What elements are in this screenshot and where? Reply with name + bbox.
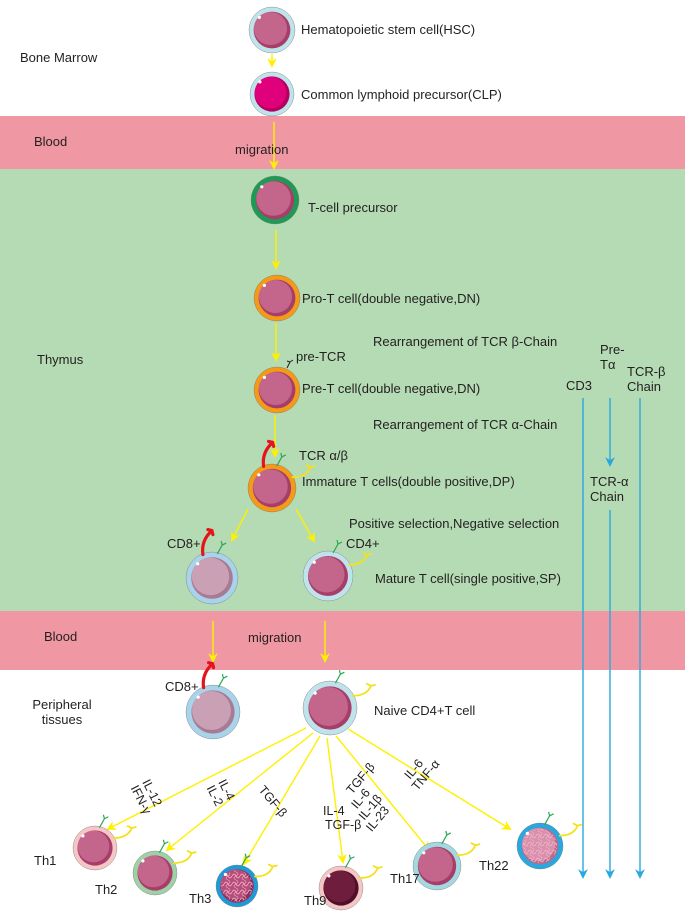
cd4-receptor-icon bbox=[112, 825, 137, 839]
blood-band-bottom bbox=[0, 611, 685, 670]
arrow-dp-to-cd4 bbox=[295, 508, 315, 543]
label-tcr-a-chain: TCR-α Chain bbox=[590, 474, 629, 504]
cytokines-th9: IL-4 TGF-β bbox=[323, 804, 361, 832]
tcr-receptor-icon bbox=[216, 540, 227, 555]
cell-th17 bbox=[412, 830, 481, 891]
label-cd8-peripheral: CD8+ bbox=[165, 679, 199, 694]
cd8-receptor-icon bbox=[261, 439, 276, 468]
cell-naive-cd4 bbox=[302, 670, 376, 736]
label-th9: Th9 bbox=[304, 893, 327, 908]
label-rearrangement-alpha: Rearrangement of TCR α-Chain bbox=[373, 417, 558, 432]
label-mature-t-cell: Mature T cell(single positive,SP) bbox=[375, 571, 561, 586]
label-th1: Th1 bbox=[34, 853, 57, 868]
label-pre-ta: Pre- Tα bbox=[600, 342, 625, 372]
label-selection: Positive selection,Negative selection bbox=[349, 516, 560, 531]
region-thymus: Thymus bbox=[37, 352, 84, 367]
label-th17: Th17 bbox=[390, 871, 420, 886]
cell-hsc bbox=[248, 6, 296, 54]
blood-band-top bbox=[0, 116, 685, 169]
label-pre-ta-line2: Tα bbox=[600, 357, 616, 372]
cytokines-th22: IL-6 TNF-α bbox=[402, 756, 443, 793]
arrow-to-th17 bbox=[335, 735, 431, 852]
cd4-receptor-icon bbox=[456, 842, 481, 857]
tcr-receptor-icon bbox=[240, 853, 251, 867]
tcr-receptor-icon bbox=[344, 854, 355, 869]
label-immature-t-cells: Immature T cells(double positive,DP) bbox=[302, 474, 515, 489]
label-pre-tcr: pre-TCR bbox=[296, 349, 346, 364]
cell-th2 bbox=[132, 839, 197, 896]
cell-th22 bbox=[516, 811, 583, 870]
label-pre-ta-line1: Pre- bbox=[600, 342, 625, 357]
cd8-receptor-icon bbox=[201, 528, 215, 557]
label-pro-t-cell: Pro-T cell(double negative,DN) bbox=[302, 291, 481, 306]
label-th22: Th22 bbox=[479, 858, 509, 873]
region-peripheral-line1: Peripheral bbox=[32, 697, 92, 712]
cytokines-th2: IL-4 IL-2 bbox=[204, 777, 238, 808]
label-t-cell-precursor: T-cell precursor bbox=[308, 200, 398, 215]
label-hsc: Hematopoietic stem cell(HSC) bbox=[301, 22, 476, 37]
cd4-receptor-icon bbox=[348, 551, 373, 566]
label-tcr-a-line2: Chain bbox=[590, 489, 624, 504]
label-tcr-ab: TCR α/β bbox=[299, 448, 348, 463]
thymus-band bbox=[0, 169, 685, 611]
arrow-to-th1 bbox=[106, 727, 307, 830]
cell-pro-t bbox=[253, 274, 301, 322]
cell-th1 bbox=[72, 814, 137, 871]
cell-cd8-sp bbox=[185, 528, 239, 605]
arrow-to-th9 bbox=[326, 737, 347, 864]
cell-th3 bbox=[215, 853, 278, 908]
pre-tcr-receptor-icon bbox=[286, 359, 294, 369]
cell-immature-dp bbox=[247, 439, 316, 513]
tcr-receptor-icon bbox=[332, 539, 343, 554]
label-cd8-sp: CD8+ bbox=[167, 536, 201, 551]
region-peripheral-tissues: Peripheral tissues bbox=[22, 697, 102, 727]
cell-clp bbox=[249, 71, 295, 117]
cd4-receptor-icon bbox=[358, 865, 383, 879]
arrow-to-th3 bbox=[242, 735, 321, 866]
tcr-receptor-icon bbox=[276, 452, 287, 467]
tcr-receptor-icon bbox=[334, 670, 345, 684]
tcr-receptor-icon bbox=[544, 811, 554, 826]
cd4-receptor-icon bbox=[352, 682, 376, 697]
label-naive-cd4-t-cell: Naive CD4+T cell bbox=[374, 703, 476, 718]
migration-label-top: migration bbox=[235, 142, 289, 157]
label-cd3: CD3 bbox=[566, 378, 593, 393]
region-peripheral-line2: tissues bbox=[41, 712, 83, 727]
cd4-receptor-icon bbox=[172, 850, 197, 864]
arrow-dp-to-cd8 bbox=[231, 508, 249, 542]
cytokine-label: IL-4 bbox=[323, 804, 345, 818]
region-bone-marrow: Bone Marrow bbox=[20, 50, 98, 65]
cell-pre-t bbox=[253, 366, 301, 414]
label-tcr-b-line1: TCR-β bbox=[627, 364, 666, 379]
cd4-receptor-icon bbox=[253, 863, 278, 878]
cytokines-th1: IL-12 IFN-γ bbox=[128, 777, 165, 817]
region-blood-bottom: Blood bbox=[44, 629, 78, 644]
cytokine-label: TGF-β bbox=[325, 818, 361, 832]
cd4-receptor-icon bbox=[291, 464, 316, 479]
cd4-receptor-icon bbox=[558, 822, 583, 837]
cell-cd8-peripheral bbox=[185, 661, 241, 740]
tcr-receptor-icon bbox=[441, 830, 452, 845]
cd8-receptor-icon bbox=[201, 661, 216, 690]
label-cd4-sp: CD4+ bbox=[346, 536, 380, 551]
label-tcr-a-line1: TCR-α bbox=[590, 474, 629, 489]
label-pre-t-cell: Pre-T cell(double negative,DN) bbox=[302, 381, 481, 396]
tcr-receptor-icon bbox=[217, 674, 228, 688]
label-th2: Th2 bbox=[95, 882, 118, 897]
arrow-to-th22 bbox=[347, 728, 512, 831]
tcr-receptor-icon bbox=[158, 839, 169, 854]
label-rearrangement-beta: Rearrangement of TCR β-Chain bbox=[373, 334, 558, 349]
label-th3: Th3 bbox=[189, 891, 212, 906]
label-tcr-b-chain: TCR-β Chain bbox=[627, 364, 666, 394]
cell-th9 bbox=[318, 854, 383, 911]
label-tcr-b-line2: Chain bbox=[627, 379, 661, 394]
migration-label-bottom: migration bbox=[248, 630, 302, 645]
cell-t-precursor bbox=[250, 175, 300, 225]
label-clp: Common lymphoid precursor(CLP) bbox=[301, 87, 502, 102]
tcr-receptor-icon bbox=[98, 814, 109, 829]
region-blood-top: Blood bbox=[34, 134, 68, 149]
arrow-to-th2 bbox=[165, 732, 314, 852]
cell-cd4-sp bbox=[302, 539, 373, 602]
